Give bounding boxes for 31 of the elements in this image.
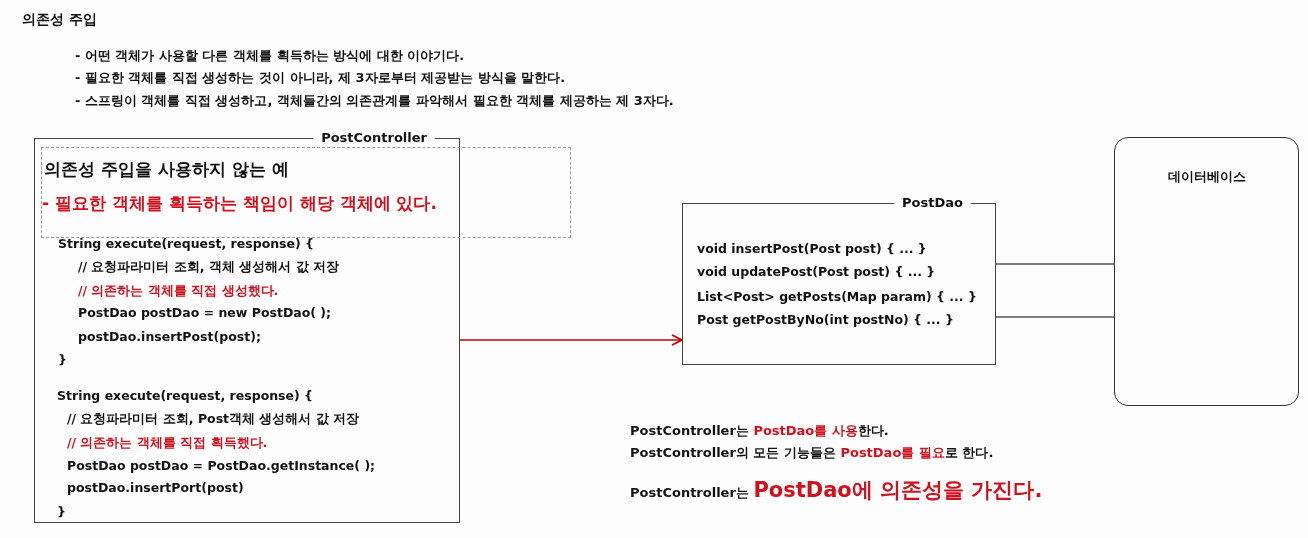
- comment-line: // 의존하는 객체를 직접 획득했다.: [67, 434, 268, 452]
- note-text: PostController의 모든 기능들은 PostDao를 필요로 한다.: [630, 444, 994, 462]
- code-line: PostDao postDao = PostDao.getInstance( );: [67, 457, 376, 475]
- note-text: PostController는 PostDao를 사용한다.: [630, 422, 889, 440]
- connector-line: [995, 263, 1115, 265]
- code-line: }: [57, 503, 66, 521]
- heading: 의존성 주입을 사용하지 않는 예: [44, 159, 289, 179]
- comment-line: // 의존하는 객체를 직접 생성했다.: [78, 282, 279, 300]
- database-label: 데이터베이스: [1166, 168, 1247, 186]
- bullet-text: - 스프링이 객체를 직접 생성하고, 객체들간의 의존관계를 파악해서 필요한 객체를 제공하는 제 3자다.: [75, 92, 674, 110]
- code-line: String execute(request, response) {: [57, 387, 313, 405]
- page-title: 의존성 주입: [22, 11, 97, 29]
- code-line: postDao.insertPost(post);: [78, 328, 261, 346]
- code-line: // 요청파라미터 조회, Post객체 생성해서 값 저장: [67, 410, 360, 428]
- method-line: List<Post> getPosts(Map param) { ... }: [697, 288, 977, 306]
- code-line: postDao.insertPort(post): [67, 479, 244, 497]
- method-line: void insertPost(Post post) { ... }: [697, 240, 927, 258]
- method-line: void updatePost(Post post) { ... }: [697, 263, 936, 281]
- code-line: }: [58, 351, 67, 369]
- text-box: [41, 147, 571, 238]
- subheading: - 필요한 객체를 획득하는 책임이 해당 객체에 있다.: [42, 193, 437, 213]
- bullet-text: - 어떤 객체가 사용할 다른 객체를 획득하는 방식에 대한 이야기다.: [75, 47, 465, 65]
- code-line: // 요청파라미터 조회, 객체 생성해서 값 저장: [78, 258, 339, 276]
- note-text: PostController는 PostDao에 의존성을 가진다.: [630, 477, 1043, 504]
- method-line: Post getPostByNo(int postNo) { ... }: [697, 311, 954, 329]
- code-line: String execute(request, response) {: [58, 235, 314, 253]
- bullet-text: - 필요한 객체를 직접 생성하는 것이 아니라, 제 3자로부터 제공받는 방식을 말한다.: [75, 69, 566, 87]
- connector-line: [995, 316, 1115, 318]
- arrow: [459, 334, 683, 346]
- database-box: [1114, 137, 1299, 406]
- code-line: PostDao postDao = new PostDao( );: [78, 304, 332, 322]
